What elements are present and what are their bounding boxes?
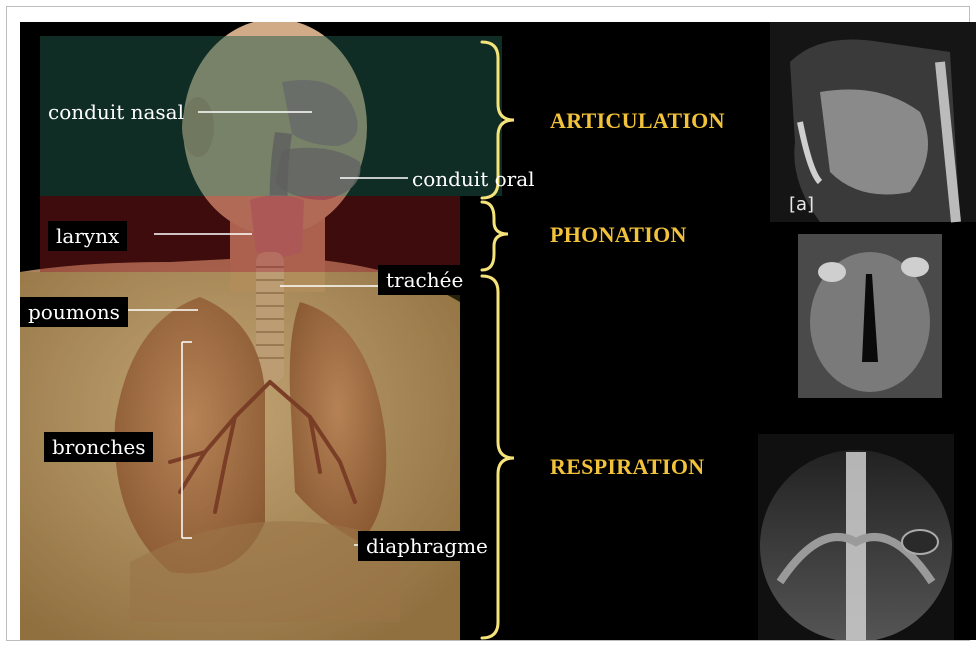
label-poumons: poumons bbox=[20, 297, 128, 327]
vocal-folds-image bbox=[798, 234, 942, 398]
section-phonation: PHONATION bbox=[550, 222, 687, 248]
xray-image bbox=[758, 434, 954, 640]
label-larynx: larynx bbox=[48, 221, 127, 251]
label-conduit-oral: conduit oral bbox=[404, 164, 543, 194]
section-articulation: ARTICULATION bbox=[550, 108, 725, 134]
label-diaphragme: diaphragme bbox=[358, 531, 496, 561]
label-conduit-nasal: conduit nasal bbox=[40, 97, 192, 127]
speech-anatomy-figure: conduit nasal conduit oral larynx traché… bbox=[20, 22, 976, 640]
section-respiration: RESPIRATION bbox=[550, 454, 704, 480]
label-bronches: bronches bbox=[44, 432, 153, 462]
mri-image bbox=[770, 22, 976, 222]
label-trachee: trachée bbox=[378, 265, 471, 295]
mri-caption: [a] bbox=[789, 194, 814, 215]
